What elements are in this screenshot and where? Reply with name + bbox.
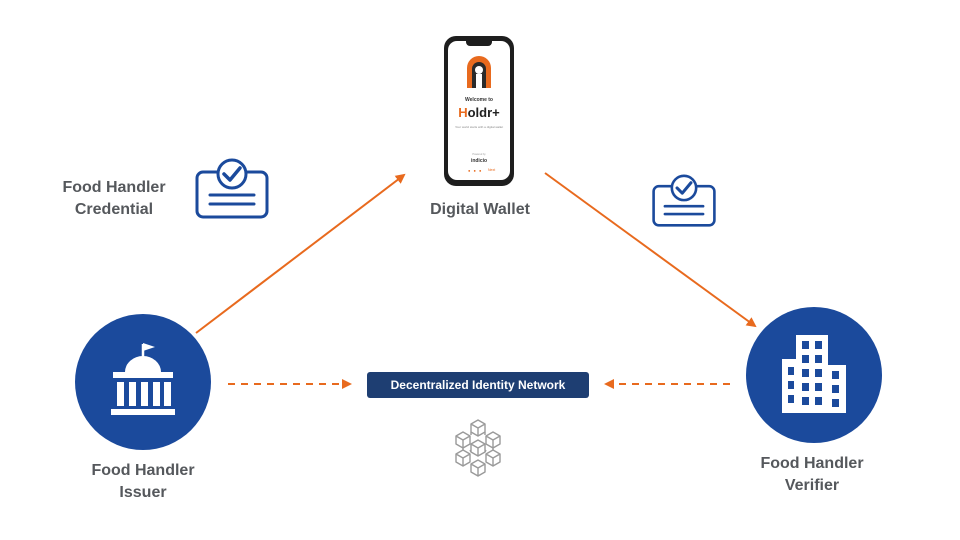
credential-label-line-2: Credential: [74, 201, 154, 218]
wallet-label: Digital Wallet: [430, 201, 530, 218]
verifier-node: [746, 307, 882, 443]
phone-welcome-text: Welcome to: [465, 97, 493, 103]
verifier-label-line-2: Verifier: [784, 477, 840, 494]
blockchain-cubes-icon: [455, 419, 501, 477]
phone-powered-by: Powered by: [472, 153, 486, 156]
issuer-label-line-1: Food Handler: [91, 462, 195, 479]
network-label: Decentralized Identity Network: [367, 372, 589, 398]
issuer-label-line-2: Issuer: [119, 484, 167, 501]
phone-vendor: indicio: [470, 158, 488, 164]
holdr-logo-icon: [467, 56, 491, 88]
credential-card-check-icon: [195, 158, 269, 219]
phone-notch: [466, 41, 492, 46]
verifier-label-line-1: Food Handler: [760, 455, 864, 472]
phone-screen: Welcome to Holdr+ Your world starts with…: [448, 41, 510, 180]
phone-brand-initial: H: [458, 105, 468, 120]
issuer-label: Food Handler Issuer: [76, 460, 210, 504]
phone-page-dots: ● ● ●: [468, 168, 483, 173]
office-building-icon: [782, 335, 846, 413]
phone-mockup: Welcome to Holdr+ Your world starts with…: [444, 36, 514, 186]
wallet-to-verifier-arrow: [544, 172, 757, 328]
issuer-to-wallet-arrow: [195, 173, 406, 334]
issuer-node: [75, 314, 211, 450]
government-building-icon: [111, 343, 175, 415]
credential-label-line-1: Food Handler: [62, 179, 166, 196]
phone-brand: Holdr+: [448, 105, 510, 120]
credential-label: Food Handler Credential: [48, 177, 180, 221]
credential-card-check-icon: [652, 174, 716, 227]
phone-brand-rest: oldr+: [467, 105, 500, 120]
phone-tagline: Your world starts with a digital wallet: [454, 125, 504, 129]
verifier-label: Food Handler Verifier: [744, 453, 880, 497]
phone-next-button[interactable]: Next: [488, 168, 496, 172]
